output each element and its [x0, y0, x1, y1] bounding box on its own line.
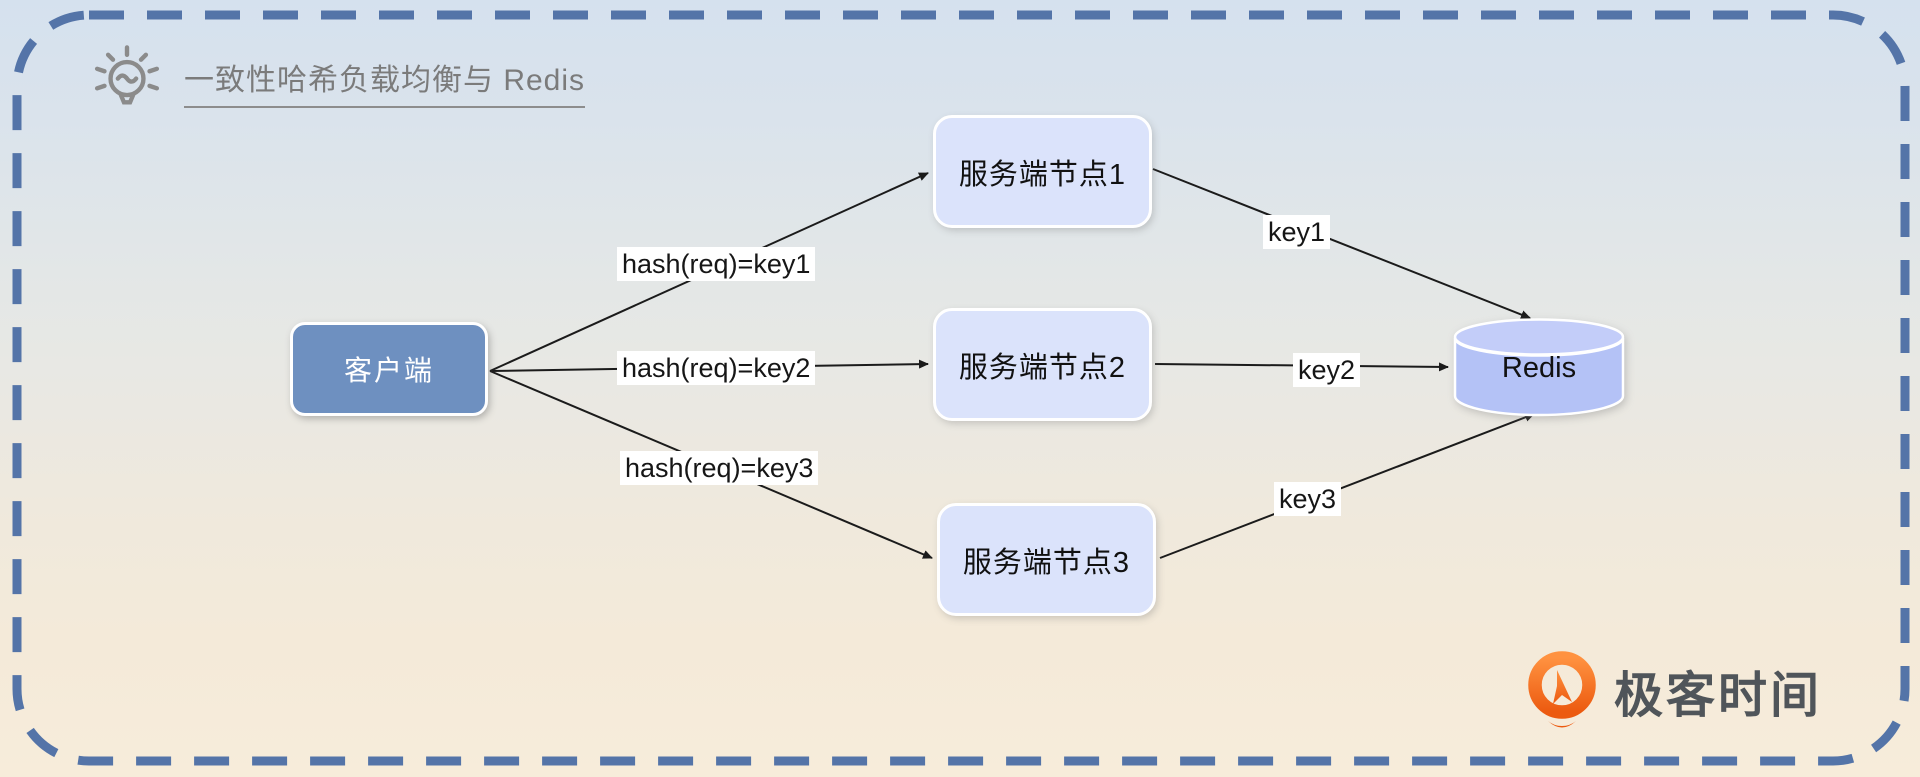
node-client: 客户端 — [290, 322, 488, 416]
node-redis-label: Redis — [1501, 352, 1577, 384]
title-row: 一致性哈希负载均衡与 Redis — [88, 42, 586, 120]
edge-label-hash3: hash(req)=key3 — [620, 451, 819, 485]
node-server1-label: 服务端节点1 — [958, 158, 1127, 191]
edge-label-key3: key3 — [1274, 482, 1342, 516]
geektime-logo-text: 极客时间 — [1614, 668, 1823, 723]
node-server3-label: 服务端节点3 — [962, 546, 1131, 579]
node-client-label: 客户端 — [343, 355, 434, 386]
node-server1: 服务端节点1 — [933, 115, 1152, 228]
edge-label-hash1: hash(req)=key1 — [617, 247, 816, 281]
edge-server3-redis — [1159, 413, 1535, 559]
edge-label-key1: key1 — [1263, 215, 1331, 249]
edge-label-key2: key2 — [1293, 353, 1361, 387]
edge-label-hash2: hash(req)=key2 — [617, 351, 816, 385]
node-server2-label: 服务端节点2 — [958, 351, 1127, 384]
geektime-logo: 极客时间 — [1520, 646, 1822, 736]
geektime-logo-icon — [1528, 651, 1596, 728]
lightbulb-icon — [94, 45, 160, 105]
page-title: 一致性哈希负载均衡与 Redis — [184, 55, 586, 108]
node-server2: 服务端节点2 — [933, 308, 1152, 421]
node-server3: 服务端节点3 — [937, 503, 1156, 616]
node-redis: Redis — [1452, 316, 1626, 420]
edge-server1-redis — [1152, 168, 1531, 319]
